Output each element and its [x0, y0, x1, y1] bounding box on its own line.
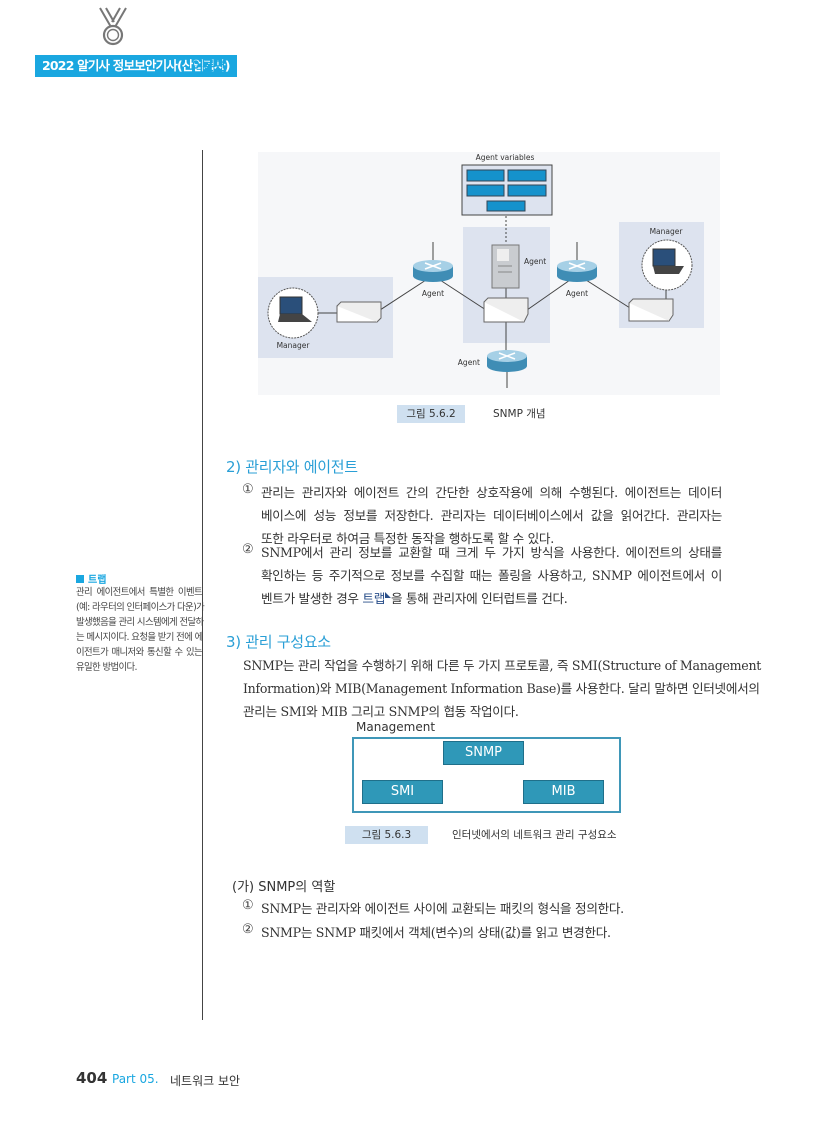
- item-marker: ②: [242, 542, 254, 557]
- footer-part: Part 05.: [112, 1072, 159, 1086]
- item-marker: ②: [242, 922, 254, 937]
- router-icons: [413, 260, 597, 372]
- paragraph-line: 관리는 관리자와 에이전트 간의 간단한 상호작용에 의해 수행된다. 에이전트…: [261, 485, 722, 500]
- server-icon: [491, 244, 520, 289]
- paragraph-line: 또한 라우터로 하여금 특정한 동작을 행하도록 할 수 있다.: [261, 531, 554, 546]
- agent-label: Agent: [566, 289, 588, 298]
- paragraph-line: 베이스에 성능 정보를 저장한다. 관리자는 데이터베이스에서 값을 읽어간다.…: [261, 508, 722, 523]
- text: 을 통해 관리자에 인터럽트를 건다.: [390, 591, 568, 606]
- section-heading: 2) 관리자와 에이전트: [226, 458, 358, 476]
- paragraph-line: Information)와 MIB(Management Information…: [243, 681, 760, 696]
- management-box: [352, 737, 621, 813]
- item-marker: ①: [242, 482, 254, 497]
- paragraph-line: SNMP는 관리 작업을 수행하기 위해 다른 두 가지 프로토콜, 즉 SMI…: [243, 658, 762, 673]
- note-marker-icon: [384, 592, 391, 598]
- manager-label: Manager: [277, 341, 311, 350]
- book-title-badge: 2022 알기사 정보보안기사(산업기사): [35, 55, 237, 77]
- footer-chapter-title: 네트워크 보안: [170, 1074, 241, 1088]
- laptop-icons: [267, 239, 693, 339]
- section-label: 이론편: [192, 58, 226, 73]
- paragraph-line: 벤트가 발생한 경우 트랩 을 통해 관리자에 인터럽트를 건다.: [261, 587, 722, 610]
- figure-caption-number: 그림 5.6.3: [345, 826, 428, 844]
- subsection-heading: (가) SNMP의 역할: [232, 880, 336, 895]
- item-marker: ①: [242, 898, 254, 913]
- section-heading: 3) 관리 구성요소: [226, 633, 331, 651]
- management-label: Management: [356, 720, 436, 734]
- figure-caption-text: 인터넷에서의 네트워크 관리 구성요소: [452, 829, 617, 841]
- sidenote-line: 는 메시지이다. 요청을 받기 전에 에: [76, 632, 203, 643]
- figure-caption-number: 그림 5.6.2: [397, 405, 465, 423]
- sidenote-line: 이전트가 매니저와 통신할 수 있는: [76, 647, 203, 658]
- text: 벤트가 발생한 경우: [261, 591, 363, 606]
- agent-label: Agent: [422, 289, 444, 298]
- agent-label: Agent: [524, 257, 546, 266]
- medal-icon: [99, 7, 127, 46]
- sidenote-line: (예: 라우터의 인터페이스가 다운)가: [76, 602, 205, 613]
- page-number: 404: [76, 1069, 108, 1087]
- agent-label: Agent: [458, 358, 480, 367]
- snmp-box: SNMP: [443, 741, 524, 765]
- figure-caption-text: SNMP 개념: [493, 408, 546, 420]
- margin-divider: [202, 150, 203, 1020]
- mib-box: MIB: [523, 780, 604, 804]
- paragraph-line: 확인하는 등 주기적으로 정보를 수집할 때는 폴링을 사용하고, SNMP 에…: [261, 568, 722, 583]
- smi-box: SMI: [362, 780, 443, 804]
- sidenote-line: 유일한 방법이다.: [76, 662, 138, 673]
- sidenote-line: 발생했음을 관리 시스템에게 전달하: [76, 617, 204, 628]
- paragraph-line: 관리는 SMI와 MIB 그리고 SNMP의 협동 작업이다.: [243, 704, 519, 719]
- sidenote-title: 트랩: [76, 571, 106, 586]
- snmp-concept-diagram: Agent variables Agent Agent Agent Agent …: [258, 152, 720, 395]
- note-square-icon: [76, 575, 84, 583]
- manager-label: Manager: [650, 227, 684, 236]
- sidenote-title-text: 트랩: [88, 575, 107, 586]
- list-item: SNMP는 관리자와 에이전트 사이에 교환되는 패킷의 형식을 정의한다.: [261, 901, 624, 916]
- sidenote-line: 관리 에이전트에서 특별한 이벤트: [76, 587, 203, 598]
- agent-variables-label: Agent variables: [476, 153, 535, 162]
- paragraph-line: SNMP에서 관리 정보를 교환할 때 크게 두 가지 방식을 사용한다. 에이…: [261, 545, 722, 560]
- list-item: SNMP는 SNMP 패킷에서 객체(변수)의 상태(값)를 읽고 변경한다.: [261, 925, 611, 940]
- trap-term-link[interactable]: 트랩: [362, 591, 385, 606]
